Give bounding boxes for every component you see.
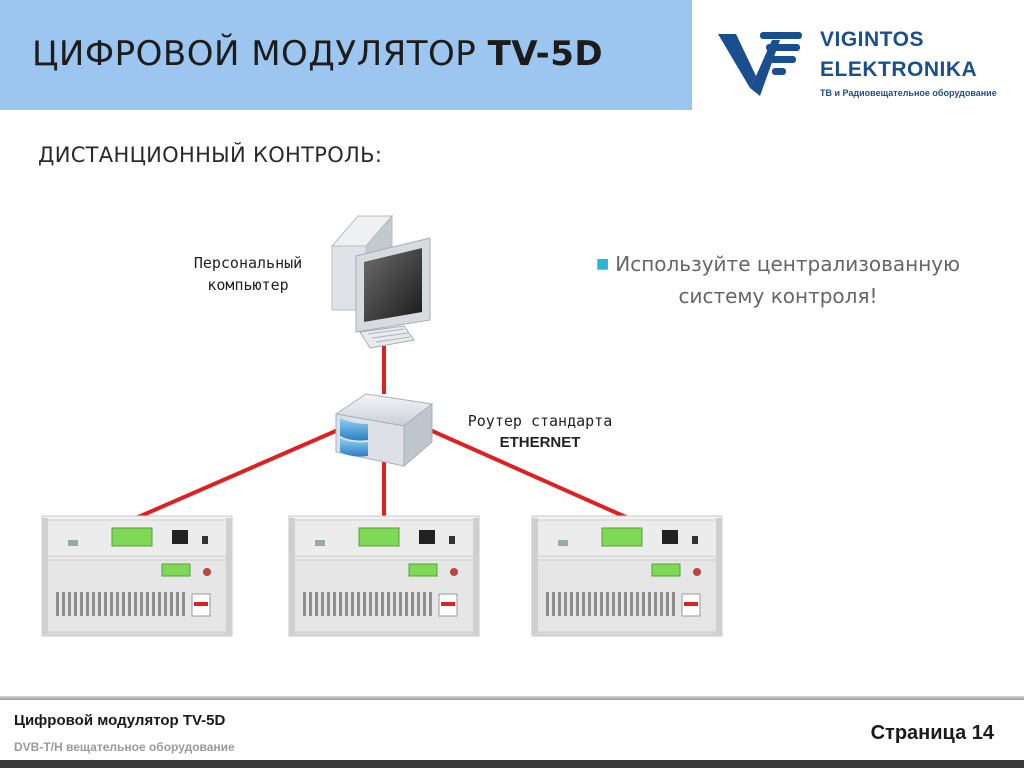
page-title-model: TV-5D [487,34,604,74]
bullet-text: Используйте централизованную систему кон… [615,252,960,308]
footer-bar [0,760,1024,768]
pc-label-line2: компьютер [207,276,289,294]
pc-label: Персональный компьютер [168,252,328,296]
logo-name-line1: VIGINTOS [820,28,924,51]
router-label-line2: ETHERNET [499,434,581,451]
router-label-line1: Роутер стандарта [467,412,613,430]
link-router-left [135,428,339,520]
page-title: ЦИФРОВОЙ МОДУЛЯТОР TV-5D [32,34,604,74]
logo-tagline: ТВ и Радиовещательное оборудование [820,88,997,98]
page-number: Страница 14 [870,722,994,744]
title-band: ЦИФРОВОЙ МОДУЛЯТОР TV-5D [0,0,692,110]
modulator-unit-center [288,515,480,637]
modulator-unit-left [41,515,233,637]
logo-name-line2: ELEKTRONIKA [820,58,978,81]
ethernet-links [135,346,629,520]
footer-subtitle: DVB-T/H вещательное оборудование [14,740,235,754]
router-label: Роутер стандарта ETHERNET [440,410,640,454]
footer-divider [0,696,1024,700]
pc-label-line1: Персональный [193,254,303,272]
link-router-right [429,428,629,520]
bullet-point: ■ Используйте централизованную систему ко… [568,248,988,312]
network-diagram [41,214,723,637]
company-logo: VIGINTOS ELEKTRONIKA ТВ и Радиовещательн… [716,22,1016,108]
vigintos-logo-icon [718,32,802,96]
section-heading: ДИСТАНЦИОННЫЙ КОНТРОЛЬ: [38,143,383,167]
footer-title: Цифровой модулятор TV-5D [14,712,226,729]
computer-icon [330,214,431,349]
router-icon [334,393,434,468]
square-bullet-icon: ■ [596,256,610,272]
modulator-unit-right [531,515,723,637]
